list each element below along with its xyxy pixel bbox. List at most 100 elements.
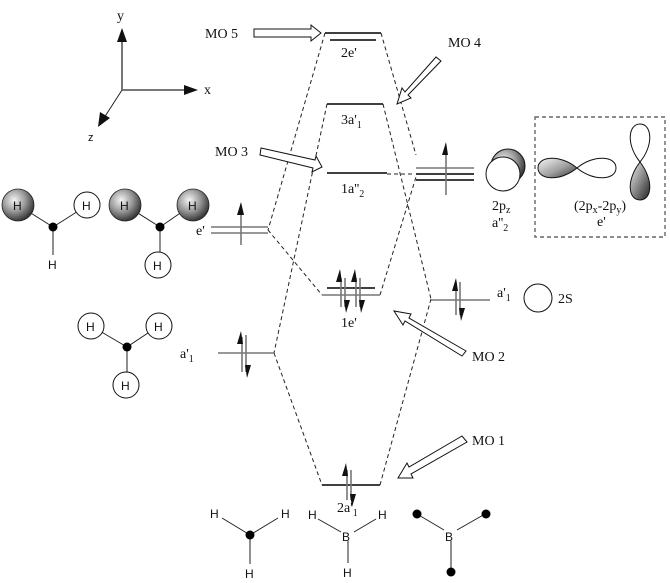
- correlation-lines: [267, 32, 432, 486]
- pointer-mo5: MO 5: [205, 23, 322, 43]
- h-atom-dot: [412, 509, 422, 519]
- y-axis-label: y: [117, 9, 124, 24]
- boron-center-dot: [48, 222, 58, 232]
- pz-symmetry-label: a''2: [492, 216, 508, 234]
- h-orbital-open-icon: [145, 312, 173, 340]
- z-axis: [103, 89, 123, 119]
- h-orbital-open-icon: [144, 251, 172, 279]
- h3-fragment: H H H: [210, 507, 290, 581]
- x-axis-label: x: [204, 83, 211, 98]
- bond: [317, 518, 342, 533]
- inplane-p-box: (2px-2py) e': [534, 116, 666, 238]
- ligand-label-a1: a'1: [180, 347, 194, 365]
- pointer-label: MO 2: [472, 350, 505, 365]
- mo-level-1a2: 1a''2: [327, 172, 387, 200]
- x-axis-arrowhead-icon: [184, 85, 198, 95]
- bond: [249, 517, 279, 536]
- bond: [456, 513, 486, 531]
- pointer-label: MO 1: [472, 434, 505, 449]
- h-orbital-open-icon: [112, 371, 140, 399]
- hollow-arrow-icon: [253, 23, 322, 43]
- atom-h: H: [86, 320, 95, 334]
- atom-h: H: [210, 507, 219, 521]
- atom-h: H: [82, 199, 91, 213]
- spin-up-arrowhead-icon: [351, 269, 357, 282]
- hollow-arrow-icon: [397, 435, 468, 479]
- corr-2a1-ligand: [273, 352, 323, 486]
- pointer-mo1: MO 1: [397, 434, 505, 479]
- ligand-label-e: e': [196, 224, 205, 239]
- spin-up-arrowhead-icon: [237, 202, 244, 215]
- pz-orbital: 2pz a''2: [485, 148, 526, 234]
- spin-up-arrowhead-icon: [442, 142, 448, 155]
- atom-h: H: [154, 320, 163, 334]
- mo-label-3a1: 3a'1: [341, 113, 362, 131]
- atom-h: H: [245, 567, 254, 581]
- bond: [353, 518, 377, 533]
- boron-orbital-s: 2S: [558, 292, 573, 307]
- inplane-p-label: (2px-2py): [574, 199, 626, 216]
- hollow-arrow-icon: [392, 310, 467, 357]
- bh3-molecule: H B H H: [308, 508, 387, 580]
- spin-down-arrowhead-icon: [245, 365, 251, 378]
- ligand-e-orbital-2: H H H: [108, 188, 210, 279]
- h-orbital-shaded-icon: [108, 188, 142, 222]
- pz-orbital-label: 2pz: [492, 199, 511, 216]
- boron-center-dot: [155, 222, 165, 232]
- z-axis-arrowhead-icon: [98, 112, 110, 127]
- atom-h: H: [188, 199, 197, 213]
- mo-label-2e: 2e': [341, 46, 357, 61]
- atom-h: H: [121, 379, 130, 393]
- atom-h: H: [120, 199, 129, 213]
- pointer-mo4: MO 4: [396, 36, 481, 105]
- h-atom-dot: [481, 509, 491, 519]
- py-lobe-shaded-icon: [629, 161, 651, 201]
- hollow-arrow-icon: [259, 147, 323, 173]
- mo-level-1e: 1e': [322, 269, 380, 331]
- h-orbital-open-icon: [73, 191, 101, 219]
- spin-up-arrowhead-icon: [237, 331, 243, 344]
- pointer-label: MO 3: [215, 145, 248, 160]
- ligand-level-a1: a'1: [180, 331, 274, 378]
- h-orbital-shaded-icon: [1, 188, 35, 222]
- ligand-level-e: e': [196, 202, 268, 245]
- py-lobe-open-icon: [629, 123, 651, 163]
- pointer-mo2: MO 2: [392, 310, 505, 365]
- hollow-arrow-icon: [396, 56, 442, 105]
- spin-down-arrowhead-icon: [344, 300, 350, 313]
- pointer-label: MO 4: [448, 36, 481, 51]
- atom-h: H: [153, 259, 162, 273]
- boron-level-p: [416, 142, 474, 195]
- ligand-e-orbital-1: H H H: [1, 188, 101, 272]
- inplane-p-symmetry: e': [597, 215, 606, 230]
- bh3-ball-stick: B: [412, 509, 491, 577]
- bond: [416, 513, 445, 531]
- corr-2e-boron-p: [380, 32, 417, 156]
- ligand-a1-orbital: H H H: [77, 312, 173, 399]
- atom-h: H: [378, 508, 387, 522]
- mo-level-3a1: 3a'1: [327, 103, 383, 131]
- corr-3a1-ligand: [273, 103, 328, 354]
- h-orbital-shaded-icon: [176, 188, 210, 222]
- atom-h: H: [13, 199, 22, 213]
- h-atom-dot: [446, 567, 456, 577]
- px-lobe-open-icon: [576, 157, 617, 179]
- mo-label-1e: 1e': [341, 316, 357, 331]
- mo-label-2a1: 2a'1: [337, 501, 358, 519]
- y-axis-arrowhead-icon: [117, 28, 127, 42]
- corr-1e-ligand: [267, 229, 323, 296]
- mo-level-2a1: 2a'1: [322, 463, 380, 519]
- pz-lobe-front-icon: [485, 156, 521, 192]
- dashed-box: [534, 116, 666, 238]
- corr-2e-ligand: [267, 32, 326, 231]
- atom-b: B: [342, 530, 350, 544]
- pointer-mo3: MO 3: [215, 145, 323, 173]
- corr-3a1-boron-s: [382, 103, 432, 300]
- boron-label-s: a'1: [497, 286, 511, 304]
- mo-level-2e: 2e': [325, 32, 381, 61]
- coordinate-axes: y x z: [88, 9, 211, 144]
- bond: [221, 517, 251, 536]
- center-dot: [245, 530, 255, 540]
- atom-h: H: [48, 258, 57, 272]
